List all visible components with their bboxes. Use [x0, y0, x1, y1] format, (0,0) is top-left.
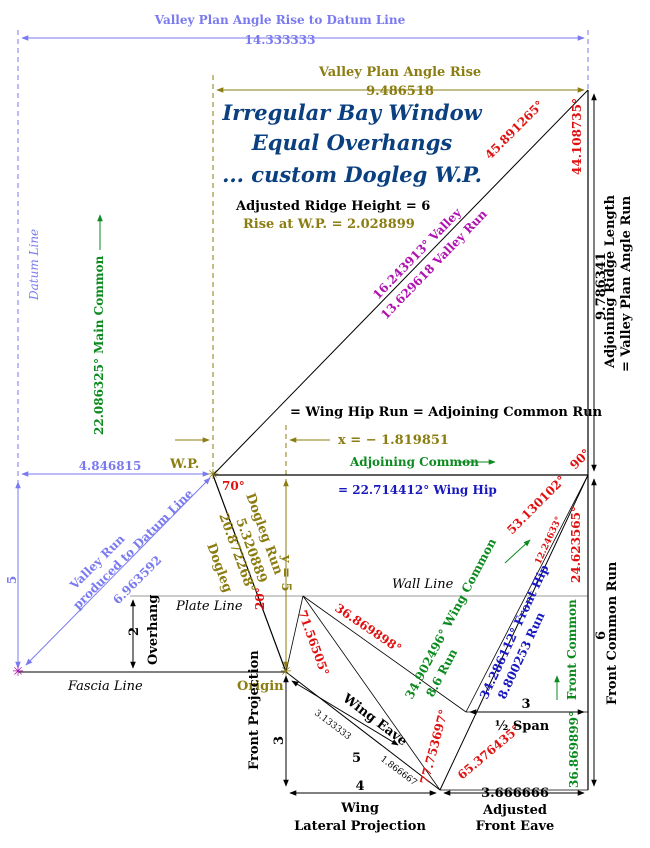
front-eave-label-2: Front Eave: [476, 819, 555, 834]
angle-77: 77.753697°: [417, 708, 450, 786]
valley-plan-rise-datum-label: Valley Plan Angle Rise to Datum Line: [154, 13, 406, 27]
valley-plan-rise-value: 9.486518: [366, 84, 434, 99]
ridge-label-1: Adjoining Ridge Length: [603, 194, 618, 369]
wing-hip-angle: = 22.714412° Wing Hip: [338, 483, 497, 497]
angle-24: 24.623565°: [569, 506, 583, 583]
angle-36a: 36.869898°: [332, 601, 404, 656]
adjusted-ridge-height: Adjusted Ridge Height = 6: [235, 199, 430, 214]
wing-hip-run-note: = Wing Hip Run = Adjoining Common Run: [290, 405, 603, 420]
valley-plan-rise-label: Valley Plan Angle Rise: [318, 65, 481, 80]
plate-inner-line-1: [285, 595, 304, 673]
dim-wing-eave-arrow: [291, 680, 399, 746]
front-projection-label-1: Front Projection: [247, 650, 262, 770]
ridge-label-2: = Valley Plan Angle Run: [619, 195, 634, 372]
angle-71: 71.56505°: [295, 608, 332, 677]
front-eave-value: 3.666666: [481, 786, 549, 801]
wall-line-label: Wall Line: [392, 577, 454, 592]
angle-45: 45.891265°: [482, 98, 546, 162]
front-common-run-label: Front Common Run: [605, 561, 620, 705]
title-line-1: Irregular Bay Window: [221, 100, 482, 125]
wing-eave-label: Wing Eave: [339, 691, 410, 750]
main-common-label: 22.086325° Main Common: [92, 255, 106, 435]
adjoining-common-label: Adjoining Common: [349, 455, 479, 469]
datum-point-marker: ✳: [12, 664, 24, 680]
wp-label: W.P.: [169, 457, 199, 472]
title-line-2: Equal Overhangs: [251, 130, 453, 155]
ridge-value: 9.786341: [594, 252, 609, 320]
angle-20: 20°: [253, 587, 267, 610]
front-projection-value: 3: [272, 736, 287, 745]
x-value: x = − 1.819851: [338, 433, 449, 448]
front-common-run-value: 6: [594, 631, 609, 640]
wing-common-line: [465, 474, 589, 713]
rise-at-wp: Rise at W.P. = 2.028899: [243, 217, 415, 232]
front-common-label: Front Common: [565, 599, 579, 700]
wp-marker: ✳: [207, 467, 219, 483]
half-span-value: 3: [521, 697, 530, 712]
plate-inner-line-3: [302, 595, 467, 713]
wing-eave-total: 5: [352, 751, 361, 766]
wing-lateral-value: 4: [355, 779, 364, 794]
left-offset-value: 4.846815: [79, 459, 142, 473]
angle-90: 90°: [567, 446, 593, 472]
y-value: y = 5: [278, 554, 293, 592]
dogleg-line: [212, 474, 287, 673]
wing-eave-b: 1.866667: [378, 754, 419, 788]
wing-common-arrow: [504, 539, 531, 564]
plate-line-label: Plate Line: [175, 599, 243, 614]
valley-plan-rise-datum-value: 14.333333: [245, 33, 316, 47]
overhang-label: Overhang: [146, 595, 161, 665]
wing-lateral-label-1: Wing: [340, 801, 379, 816]
valley-line: [212, 89, 589, 476]
origin-marker: ✳: [280, 664, 292, 680]
wing-lateral-label-2: Lateral Projection: [294, 819, 426, 834]
angle-65: 65.376435°: [455, 722, 523, 782]
angle-44: 44.108735°: [570, 98, 584, 175]
title-line-3: ... custom Dogleg W.P.: [222, 162, 482, 187]
valley-to-datum-line: [25, 477, 211, 666]
half-span-label: ½ Span: [495, 719, 550, 734]
front-hip-line: [439, 474, 589, 791]
left-height-value: 5: [5, 576, 19, 584]
angle-36b: 36.869899°: [567, 711, 581, 788]
origin-label: Origin: [237, 679, 284, 694]
front-eave-label-1: Adjusted: [482, 803, 547, 818]
fascia-line-label: Fascia Line: [67, 679, 143, 694]
angle-70: 70°: [222, 479, 245, 493]
overhang-value: 2: [127, 627, 142, 636]
datum-line-label: Datum Line: [27, 229, 41, 301]
